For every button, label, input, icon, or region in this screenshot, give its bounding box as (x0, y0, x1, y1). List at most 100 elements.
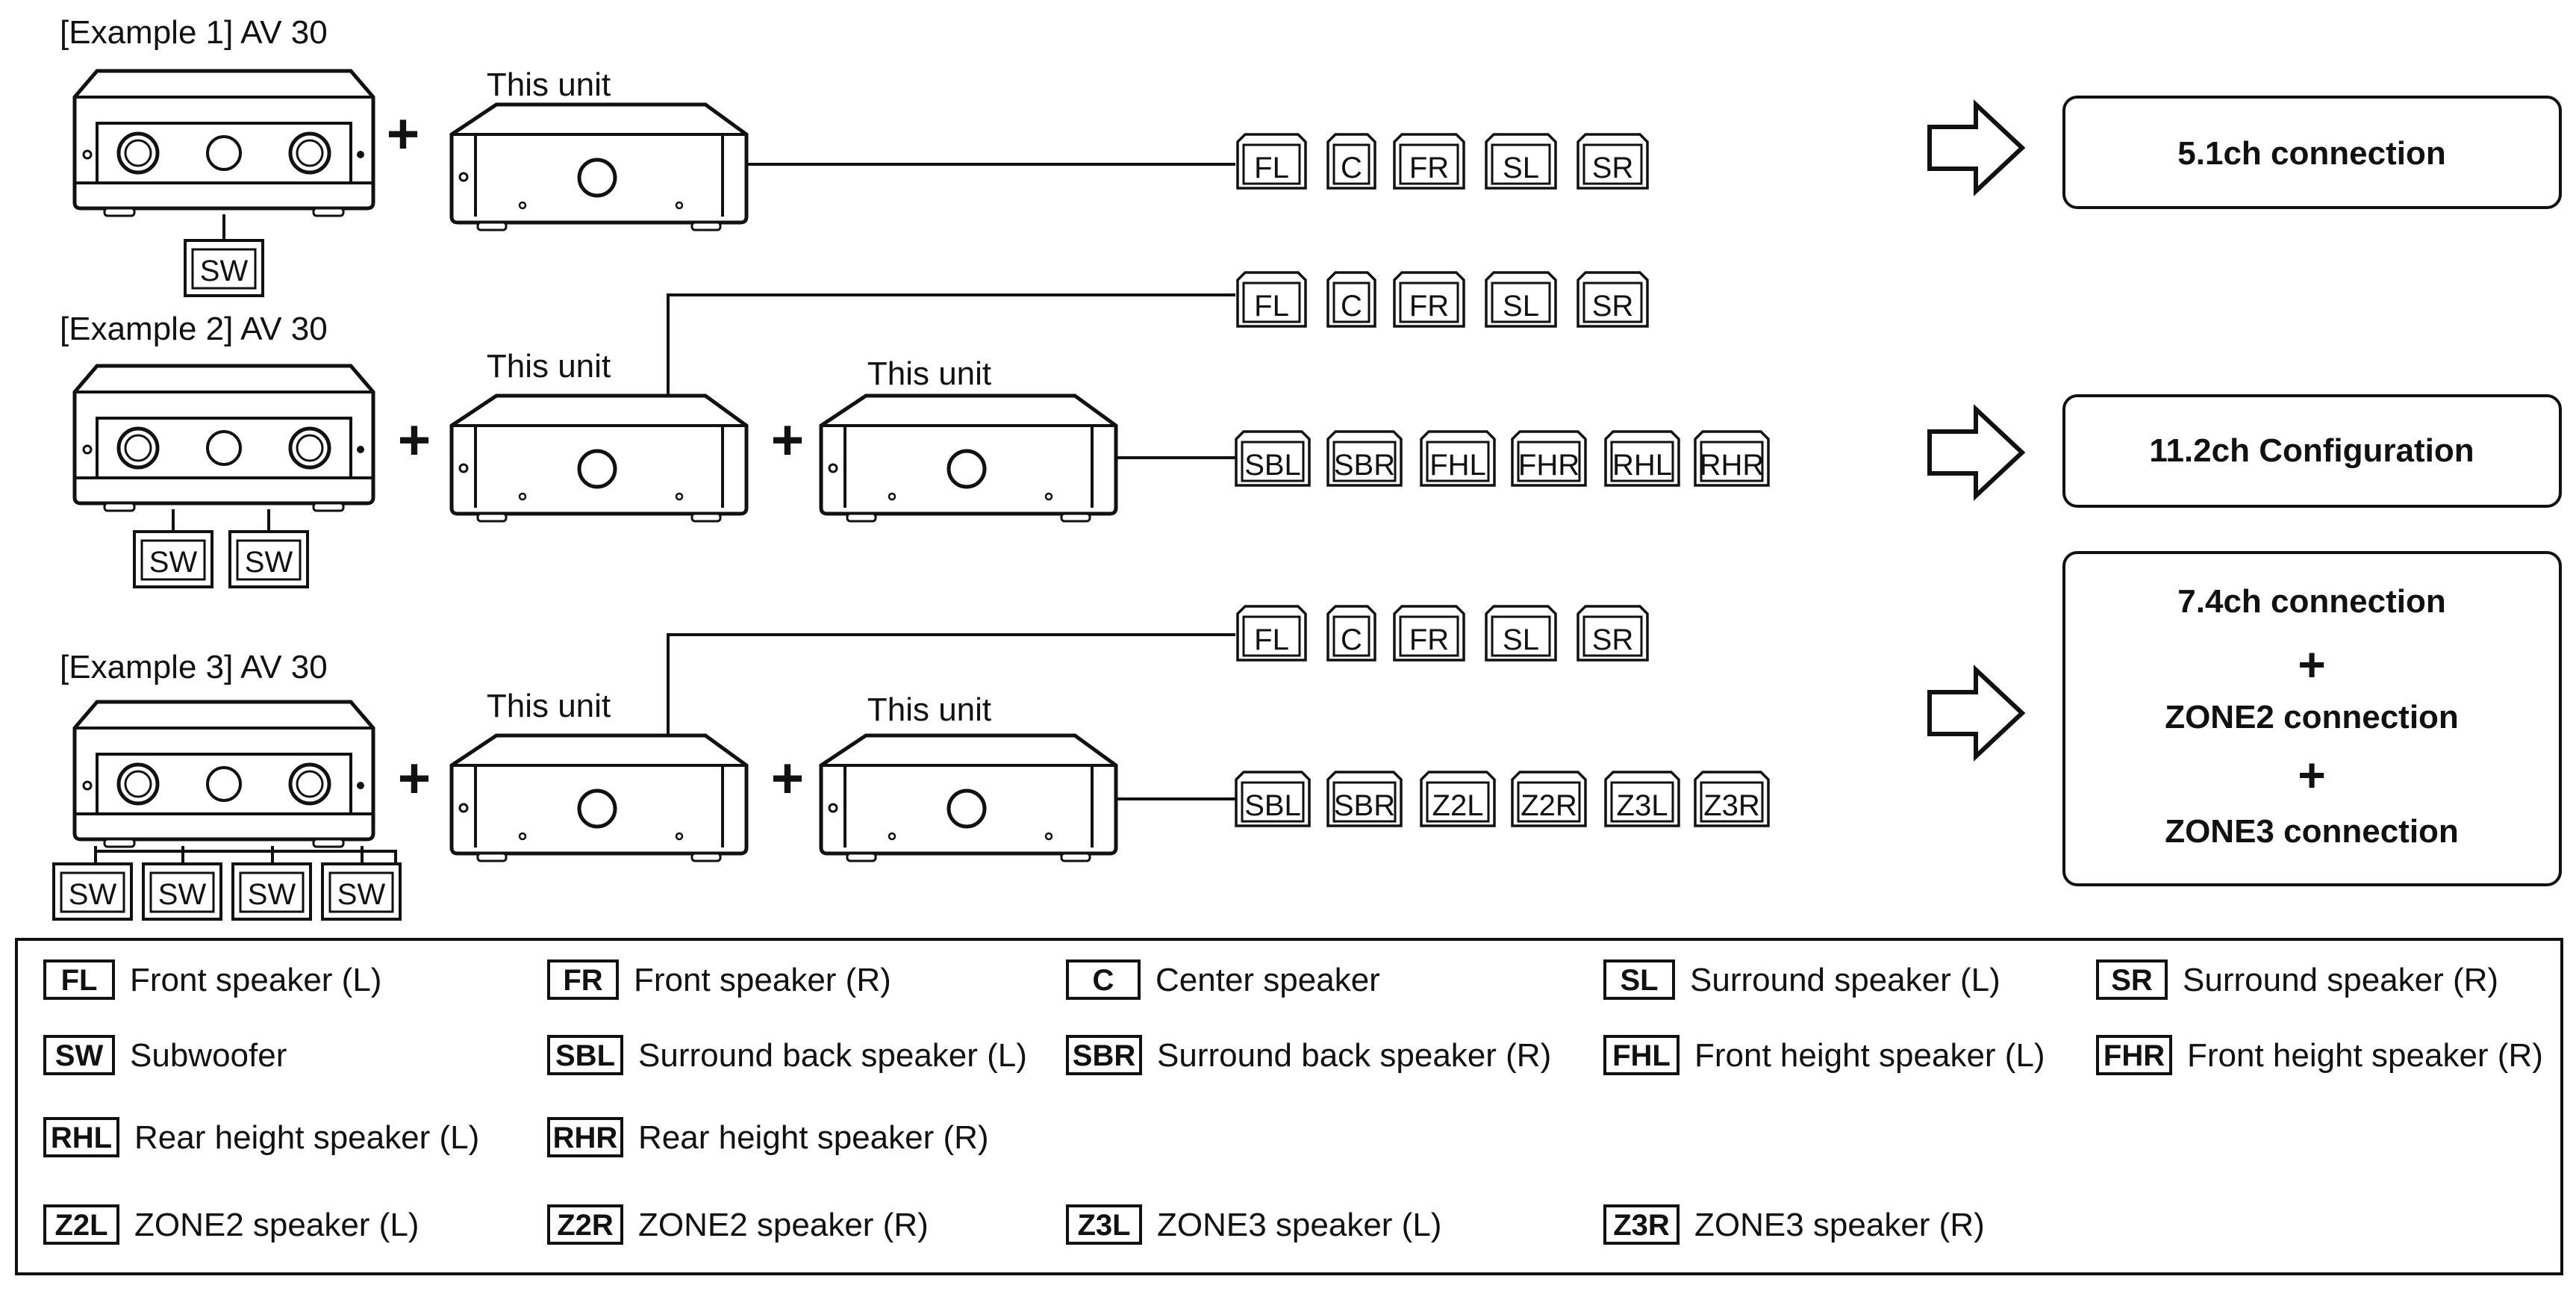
indicator-dot (1044, 832, 1053, 841)
amp-foot (476, 221, 508, 231)
amp-foot (476, 512, 508, 523)
result-label: ZONE2 connection (2165, 699, 2459, 735)
legend-description: Front height speaker (L) (1694, 1037, 2045, 1074)
speaker-label: SBR (1334, 789, 1395, 822)
result-box (2062, 394, 2562, 508)
speaker-label: Z2L (1432, 789, 1484, 822)
legend-code: RHR (553, 1122, 618, 1154)
speaker-outline (1236, 271, 1307, 328)
legend-description: Center speaker (1156, 962, 1380, 998)
legend-description: Front height speaker (R) (2187, 1037, 2543, 1074)
speaker-box: Z2L (1420, 771, 1496, 827)
speaker-label: SBL (1244, 449, 1301, 482)
speaker-outline (1235, 430, 1311, 487)
speaker-label-frame (1700, 781, 1764, 823)
volume-knob-icon (577, 789, 617, 829)
knob-ring (296, 139, 324, 167)
speaker-label-frame (1241, 781, 1305, 823)
speaker-outline (1236, 605, 1307, 662)
speaker-label-frame (1399, 615, 1459, 657)
speaker-box: FR (1393, 271, 1465, 328)
speaker-label: SR (1592, 152, 1634, 184)
subwoofer-label: SW (158, 878, 207, 911)
speaker-box: SL (1485, 605, 1557, 662)
speaker-label-frame (1332, 781, 1397, 823)
speaker-label-frame (1242, 282, 1301, 323)
legend-code: SBL (555, 1039, 615, 1072)
result-box (2062, 96, 2562, 209)
legend-code: RHL (51, 1122, 112, 1154)
speaker-label: FR (1409, 290, 1449, 323)
legend-code-box (1603, 1204, 1680, 1245)
subwoofer-label: SW (337, 878, 386, 911)
this-unit-amplifier (819, 394, 1118, 523)
indicator-dot (357, 782, 364, 789)
av-receiver (72, 364, 375, 512)
speaker-box: FR (1393, 605, 1465, 662)
speaker-label-frame (1426, 441, 1490, 482)
result-label: 5.1ch connection (2177, 135, 2445, 172)
speaker-label-frame (1582, 615, 1643, 657)
speaker-box: SR (1577, 133, 1649, 190)
speaker-label-frame (1610, 781, 1674, 823)
speaker-box: FL (1236, 605, 1307, 662)
indicator-dot (675, 201, 684, 210)
legend-code-box (1603, 1035, 1680, 1075)
legend-code-box (547, 1035, 623, 1075)
legend-code-box (2096, 1035, 2172, 1075)
speaker-outline (1511, 430, 1587, 487)
subwoofer-label-frame (140, 539, 206, 581)
subwoofer-label-frame (239, 871, 305, 913)
speaker-outline (1393, 133, 1465, 190)
unit-label: This unit (867, 691, 991, 728)
amp-foot (476, 852, 508, 862)
volume-knob-icon (946, 449, 987, 489)
speaker-label: SBL (1244, 789, 1301, 822)
power-led-icon (82, 780, 93, 791)
indicator-dot (518, 201, 527, 210)
speaker-box: C (1326, 271, 1376, 328)
subwoofer-box: SW (231, 862, 312, 921)
legend-description: ZONE3 speaker (L) (1157, 1207, 1441, 1243)
result-box (2062, 551, 2562, 886)
speaker-label-frame (1332, 441, 1397, 482)
power-led-icon (828, 463, 838, 473)
result-label: 11.2ch Configuration (2149, 432, 2474, 469)
speaker-label-frame (1399, 282, 1459, 323)
speaker-outline (1577, 271, 1649, 328)
speaker-box: SBR (1326, 430, 1403, 487)
receiver-foot (103, 207, 136, 217)
volume-knob-icon (577, 158, 617, 198)
speaker-outline (1236, 133, 1307, 190)
legend-code-box (547, 959, 619, 1000)
unit-label: This unit (487, 66, 611, 103)
speaker-label: C (1341, 623, 1362, 656)
speaker-label-frame (1491, 143, 1551, 185)
speaker-outline (1485, 271, 1557, 328)
legend-code: Z3R (1613, 1209, 1670, 1242)
speaker-box: FR (1393, 133, 1465, 190)
speaker-outline (1393, 605, 1465, 662)
legend-code: Z2L (54, 1209, 107, 1242)
speaker-label-frame (1399, 143, 1459, 185)
speaker-box: RHR (1694, 430, 1770, 487)
subwoofer-box: SW (184, 239, 264, 297)
subwoofer-box: SW (228, 530, 309, 588)
legend-code-box (1066, 959, 1141, 1000)
legend-code-box (43, 1117, 119, 1157)
legend-code-box (547, 1204, 623, 1245)
example-title: [Example 2] AV 30 (60, 311, 328, 347)
speaker-label-frame (1241, 441, 1305, 482)
speaker-label-frame (1582, 282, 1643, 323)
speaker-cable (667, 293, 1235, 396)
legend-code: C (1093, 964, 1114, 997)
legend-code: FHL (1612, 1039, 1671, 1072)
indicator-dot (675, 832, 684, 841)
power-led-icon (82, 444, 93, 455)
